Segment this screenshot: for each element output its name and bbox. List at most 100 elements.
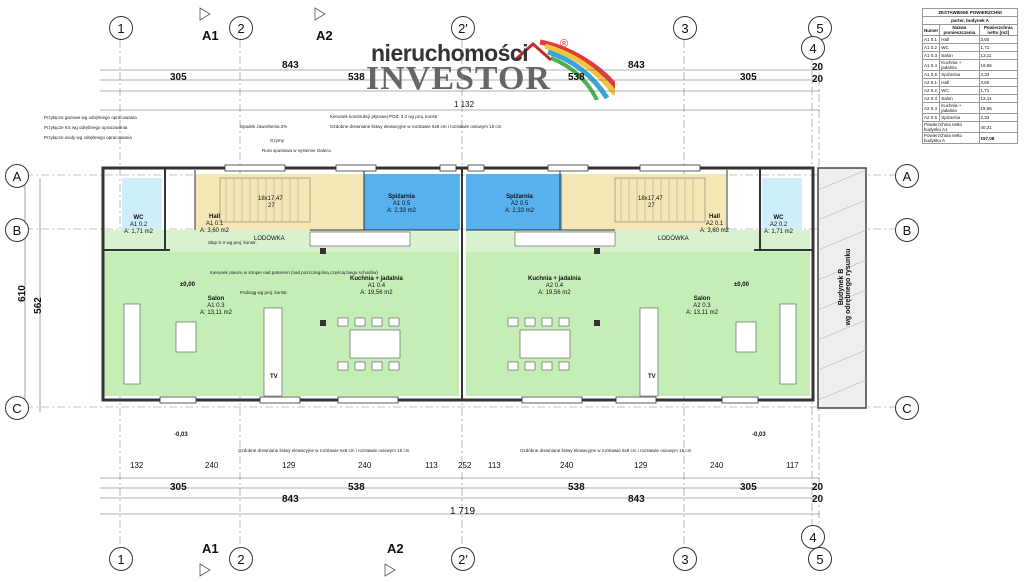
table-subtitle: parter, budynek A [922, 16, 1018, 25]
axis-4-bottom: 4 [801, 525, 825, 549]
note-drain: Rura spustowa w systemie Galeco [262, 148, 332, 153]
note-slats-bottom: Ozdobne drewniane listwy elewacyjne w ro… [520, 448, 692, 453]
level-a2: ±0,00 [734, 282, 749, 288]
dim-left-610: 610 [16, 285, 28, 302]
axis-c-right: C [895, 396, 919, 420]
note-ks: Przyłącze KS wg odrębnego opracowania [44, 125, 128, 130]
axis-a-left: A [5, 164, 29, 188]
dim-b-538-a: 538 [348, 482, 365, 493]
note-structure: Kierunek konstrukcji płytowej POZ. 3.4 w… [330, 114, 438, 119]
table-head-area: Powierzchnia netto [m2] [978, 24, 1018, 36]
dim-top-538-b: 538 [568, 72, 585, 83]
fridge-a1: LODÓWKA [254, 236, 285, 242]
dim-left-562: 562 [32, 297, 44, 314]
note-beam: Podciąg wg proj. konstr. [240, 290, 288, 295]
level-a1: ±0,00 [180, 282, 195, 288]
stairs-a1-size: 18x17,47 [258, 196, 283, 202]
dim-top-843-right: 843 [628, 60, 645, 71]
dim-top-305-left: 305 [170, 72, 187, 83]
level-out-a1: -0,03 [174, 432, 188, 438]
dim-b-843-right: 843 [628, 494, 645, 505]
dim-top-305-right: 305 [740, 72, 757, 83]
dim-top-843-left: 843 [282, 60, 299, 71]
stairs-a1-count: 27 [268, 203, 275, 209]
dim-right-20-b: 20 [812, 74, 824, 85]
dim-b-538-b: 538 [568, 482, 585, 493]
dim-right-20-a: 20 [812, 62, 824, 73]
dim-b-240-b: 240 [358, 461, 372, 470]
dim-total-outer: 1 719 [450, 506, 476, 517]
axis-3-top: 3 [673, 16, 697, 40]
dim-b-305-right: 305 [740, 482, 757, 493]
section-a1-bottom: A1 [202, 541, 219, 556]
dim-b-305-left: 305 [170, 482, 187, 493]
note-gzymy: Gzymy [270, 138, 284, 143]
dim-b-240-c: 240 [560, 461, 574, 470]
note-column: Słup S-2 wg proj. konstr. [208, 240, 257, 245]
dim-b-117: 117 [786, 461, 799, 470]
section-a1-top: A1 [202, 28, 219, 43]
dim-b-843-left: 843 [282, 494, 299, 505]
pantry-a2-fill [466, 174, 562, 230]
section-a2-top: A2 [316, 28, 333, 43]
axis-b-right: B [895, 218, 919, 242]
logo-text-top: nieruchomości [371, 40, 529, 66]
table-head-name: Nazwa pomieszczenia [939, 24, 980, 36]
dim-b-129-b: 129 [634, 461, 648, 470]
logo-registered: ® [560, 38, 569, 50]
note-opening: Kierunek otworu w stropie nad parterem (… [210, 270, 378, 275]
dim-b-240-a: 240 [205, 461, 219, 470]
note-slats: Ozdobne drewniane listwy elewacyjne w ro… [330, 124, 502, 129]
table-head-num: Numer [921, 24, 941, 36]
fridge-a2: LODÓWKA [658, 236, 689, 242]
pantry-a1-fill [364, 174, 460, 230]
axis-b-left: B [5, 218, 29, 242]
tv-a2: TV [648, 374, 656, 380]
stairs-a2-count: 27 [648, 203, 655, 209]
axis-1-top: 1 [109, 16, 133, 40]
axis-4-top: 4 [801, 36, 825, 60]
stairs-a2-size: 18x17,47 [638, 196, 663, 202]
axis-1-bottom: 1 [109, 547, 133, 571]
dim-b-113-b: 113 [488, 461, 501, 470]
dim-b-129-a: 129 [282, 461, 296, 470]
dim-b-132: 132 [130, 461, 144, 470]
axis-a-right: A [895, 164, 919, 188]
dim-b-right-20-a: 20 [812, 482, 824, 493]
note-slats-bottom-left: Ozdobne drewniane listwy elewacyjne w ro… [238, 448, 410, 453]
dim-b-right-20-b: 20 [812, 494, 824, 505]
axis-2p-bottom: 2' [451, 547, 475, 571]
note-water: Przyłącze wody wg odrębnego opracowania [44, 135, 132, 140]
tv-a1: TV [270, 374, 278, 380]
table-title: ZESTAWIENIE POWIERZCHNI [922, 8, 1018, 17]
axis-3-bottom: 3 [673, 547, 697, 571]
axis-2p-top: 2' [451, 16, 475, 40]
dim-b-113-a: 113 [425, 461, 438, 470]
area-summary-table: ZESTAWIENIE POWIERZCHNI parter, budynek … [921, 8, 1018, 144]
note-gas: Przyłącze gazowe wg odrębnego opracowani… [44, 115, 137, 120]
dim-total-inner: 1 132 [454, 100, 475, 109]
level-out-a2: -0,03 [752, 432, 766, 438]
axis-5-bottom: 5 [808, 547, 832, 571]
